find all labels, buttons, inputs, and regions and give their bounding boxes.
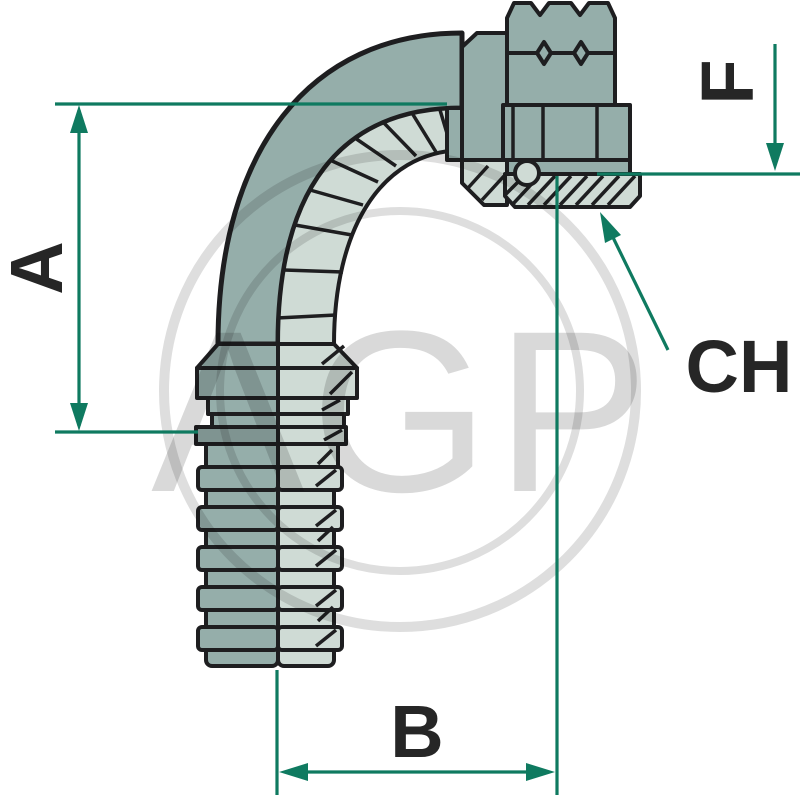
dim-a-arrow-up xyxy=(70,105,88,133)
ch-label: CH xyxy=(686,325,793,408)
watermark: AGP xyxy=(151,150,655,632)
dim-b-arrow-left xyxy=(279,763,308,781)
shank xyxy=(194,342,359,469)
dim-b-arrow-right xyxy=(526,763,555,781)
watermark-text: AGP xyxy=(151,283,655,540)
barb-ring xyxy=(196,625,280,652)
nut-lower-band xyxy=(501,103,632,162)
dimension-b: B xyxy=(275,176,559,795)
ch-annotation: CH xyxy=(600,212,792,408)
nut-mid-band xyxy=(505,51,617,107)
fitting xyxy=(194,1,642,668)
dim-b-label: B xyxy=(390,690,443,773)
ch-leader-line xyxy=(602,218,670,351)
barb-ring-section xyxy=(276,625,344,652)
watermark-outer-circle xyxy=(159,150,641,632)
dim-a-arrow-down xyxy=(70,403,88,431)
nut-chamfer-diamond xyxy=(572,40,590,66)
swivel-nut xyxy=(445,1,642,209)
seal-ball xyxy=(513,159,541,187)
flange-hatching xyxy=(504,174,637,207)
dimension-a: A xyxy=(0,102,447,434)
nut-chamfer-diamond xyxy=(535,40,553,66)
spigot-collar xyxy=(460,31,509,162)
dim-a-label: A xyxy=(0,241,78,294)
collar-hatching xyxy=(316,344,354,466)
dim-f-label: F xyxy=(686,59,769,104)
dim-f-arrow-down xyxy=(766,143,784,171)
nut-hex-cap xyxy=(505,1,617,55)
watermark-inner-circle xyxy=(216,207,584,575)
elbow xyxy=(215,30,465,347)
ch-leader-arrow xyxy=(600,212,621,243)
dimension-f: F xyxy=(597,44,800,176)
